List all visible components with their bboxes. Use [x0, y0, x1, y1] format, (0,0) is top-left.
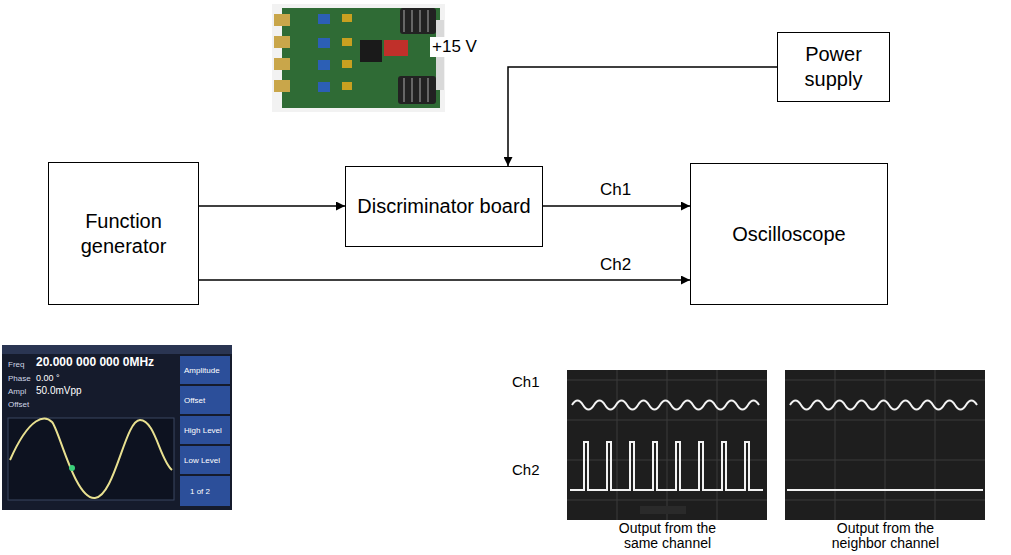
screen-text: Phase — [8, 374, 31, 383]
node-text: Power supply — [788, 42, 879, 92]
node-text: Oscilloscope — [732, 222, 845, 247]
signal-arrow — [508, 67, 777, 166]
signal-arrow — [199, 205, 345, 207]
menu-text: 1 of 2 — [190, 487, 210, 496]
menu-text: Low Level — [184, 456, 220, 465]
discriminator-box: Discriminator board — [345, 166, 543, 247]
channel-label: Ch1 — [512, 373, 540, 390]
scope-photo-same — [567, 370, 767, 520]
signal-arrow — [543, 205, 690, 207]
screen-text: Ampl — [8, 387, 26, 396]
screen-text: Offset — [8, 400, 29, 409]
photo-caption: Output from the same channel — [605, 521, 730, 551]
node-text: Function generator — [59, 209, 188, 259]
screen-text: Freq — [8, 360, 24, 369]
generator-box: Function generator — [48, 162, 199, 305]
photo-caption: Output from the neighbor channel — [823, 521, 948, 551]
screen-text: 50.0mVpp — [36, 385, 82, 396]
pcb-photo — [272, 4, 445, 112]
edge-label: Ch1 — [598, 180, 633, 200]
power-supply-box: Power supply — [777, 32, 890, 102]
menu-text: Offset — [184, 396, 205, 405]
edge-label: Ch2 — [598, 255, 633, 275]
screen-text: 20.000 000 000 0MHz — [36, 356, 154, 369]
oscilloscope-box: Oscilloscope — [690, 163, 888, 305]
node-text: Discriminator board — [357, 194, 530, 219]
edge-label: +15 V — [430, 37, 479, 57]
menu-text: High Level — [184, 426, 222, 435]
channel-label: Ch2 — [512, 461, 540, 478]
screen-text: 0.00 ° — [36, 373, 60, 383]
signal-arrow — [199, 279, 690, 281]
generator-screen-photo — [2, 345, 232, 510]
menu-text: Amplitude — [184, 366, 220, 375]
scope-photo-neighbor — [785, 370, 985, 520]
